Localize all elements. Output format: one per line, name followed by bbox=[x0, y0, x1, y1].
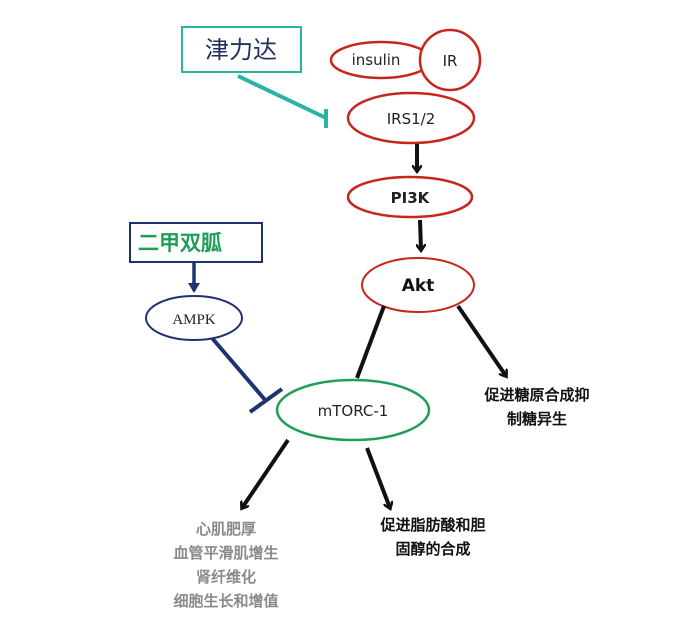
ir-label: IR bbox=[443, 52, 458, 70]
ampk-inhibit-line bbox=[210, 336, 268, 403]
metformin-box bbox=[129, 222, 263, 263]
akt-effect-arrow bbox=[456, 304, 506, 376]
growth-effect-line-1: 心肌肥厚 bbox=[196, 520, 256, 538]
irs-node bbox=[346, 91, 476, 145]
akt-label: Akt bbox=[402, 276, 435, 296]
pi3k-node bbox=[346, 175, 474, 219]
pi3k-label: PI3K bbox=[391, 189, 431, 207]
mtorc-node bbox=[275, 378, 431, 442]
ampk-inhibit-bar bbox=[248, 387, 284, 414]
mtorc-label: mTORC-1 bbox=[318, 402, 389, 420]
akt-effect-line-2: 制糖异生 bbox=[507, 410, 567, 428]
growth-effect-line-2: 血管平滑肌增生 bbox=[173, 544, 278, 562]
lipid-effect-line-2: 固醇的合成 bbox=[395, 540, 470, 558]
akt-effect-line-1: 促进糖原合成抑 bbox=[483, 386, 589, 404]
growth-effect-line-4: 细胞生长和增值 bbox=[173, 592, 278, 610]
growth-effect-line-3: 肾纤维化 bbox=[196, 568, 256, 586]
irs-label: IRS1/2 bbox=[387, 110, 436, 128]
insulin-label: insulin bbox=[352, 51, 401, 69]
pi3k-to-akt-arrow bbox=[420, 219, 421, 250]
ampk-label: AMPK bbox=[172, 312, 216, 328]
jinlida-box bbox=[181, 26, 302, 73]
akt-mtorc-link bbox=[355, 305, 386, 379]
jinlida-inhibit-line bbox=[237, 74, 327, 120]
akt-node bbox=[361, 257, 475, 313]
lipid-effect-line-1: 促进脂肪酸和胆 bbox=[379, 516, 485, 534]
ir-node bbox=[418, 28, 482, 92]
mtorc-growth-arrow bbox=[242, 438, 290, 508]
ampk-node bbox=[145, 295, 243, 341]
mtorc-lipid-arrow bbox=[365, 447, 390, 508]
metformin-label: 二甲双胍 bbox=[138, 231, 222, 255]
jinlida-label: 津力达 bbox=[205, 36, 277, 64]
